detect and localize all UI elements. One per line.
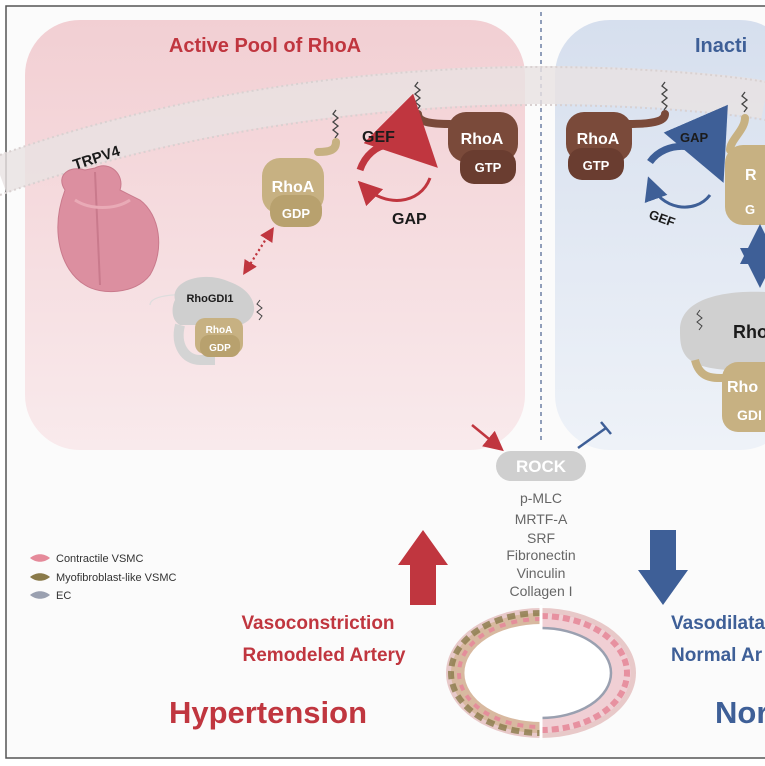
rhoa-gdp-rhoa-label: RhoA [272, 179, 315, 196]
normal-artery-label: Normal Ar [671, 645, 763, 666]
active-pool-title: Active Pool of RhoA [169, 35, 361, 57]
vasodilatation-label: Vasodilata [671, 613, 765, 634]
inhibition-bar [600, 421, 612, 435]
inactive-rhoa-gtp-rhoa-label: RhoA [577, 131, 620, 148]
legend-item: Contractile VSMC [30, 553, 143, 565]
remodeled-artery-label: Remodeled Artery [243, 645, 406, 666]
vasoconstriction-label: Vasoconstriction [241, 613, 394, 634]
rock-target: SRF [527, 530, 555, 546]
legend-label: Contractile VSMC [56, 553, 143, 565]
membrane-band [0, 65, 765, 193]
inactive-r-partial-label: R [745, 167, 757, 184]
trpv4-channel-icon [57, 165, 160, 293]
decrease-arrow-icon [638, 530, 688, 605]
inactive-gap-label: GAP [680, 130, 709, 145]
normotension-title: Nor [715, 695, 765, 730]
hypertension-title: Hypertension [169, 695, 367, 730]
rhoa-gtp-gtp-label: GTP [475, 160, 502, 175]
inactive-gap-cycle-arrow [647, 104, 728, 183]
rhoa-gdp-gdp-label: GDP [282, 206, 311, 221]
rock-pill [496, 451, 586, 481]
inactive-rhoa-gtp-gtp-label: GTP [583, 158, 610, 173]
inactive-gef-cycle-arrow [644, 176, 712, 209]
rhogdi1-label: RhoGDI1 [186, 293, 233, 305]
inactive-gdp-partial-label: GDI [737, 407, 762, 423]
legend-label: Myofibroblast-like VSMC [56, 572, 176, 584]
rock-target: Fibronectin [506, 547, 575, 563]
inhibition-line-to-rock [577, 426, 607, 450]
inactive-rho-partial-label: Rho [733, 322, 765, 342]
inactive-rhogdi-complex-icon [680, 291, 765, 432]
inactive-pool-title: Inacti [695, 35, 747, 57]
legend-label: EC [56, 590, 71, 602]
legend-item: EC [30, 590, 71, 602]
legend: Contractile VSMC Myofibroblast-like VSMC… [30, 553, 176, 602]
rhoa-gdp-membrane-icon [262, 109, 340, 227]
rock-target: Vinculin [517, 565, 566, 581]
legend-swatch-contractile-vsmc [30, 554, 50, 562]
rock-targets-list: p-MLC MRTF-A SRF Fibronectin Vinculin Co… [506, 490, 575, 599]
rhogdi1-complex-icon [149, 276, 263, 365]
activation-arrow-to-rock [471, 424, 504, 452]
legend-item: Myofibroblast-like VSMC [30, 572, 176, 584]
rhogdi1-gdp-label: GDP [209, 343, 231, 354]
gap-cycle-arrow [357, 177, 432, 207]
rock-target: MRTF-A [515, 511, 568, 527]
legend-swatch-myofibroblast-vsmc [30, 573, 50, 581]
gap-label: GAP [392, 211, 427, 228]
artery-cross-section-icon [446, 605, 636, 740]
inactive-g-partial-label: G [745, 202, 755, 217]
inactive-rhoa-partial-label: Rho [727, 379, 758, 396]
legend-swatch-ec [30, 591, 50, 599]
inactive-rhoa-gdp-partial-icon [725, 91, 765, 225]
rhoa-gtp-rhoa-label: RhoA [461, 131, 504, 148]
rhogdi1-rhoa-label: RhoA [206, 325, 233, 336]
rock-target: Collagen I [509, 583, 572, 599]
gef-label: GEF [362, 129, 395, 146]
increase-arrow-icon [398, 530, 448, 605]
rock-label: ROCK [516, 457, 567, 476]
rock-target: p-MLC [520, 490, 562, 506]
gef-cycle-arrow [356, 93, 438, 172]
